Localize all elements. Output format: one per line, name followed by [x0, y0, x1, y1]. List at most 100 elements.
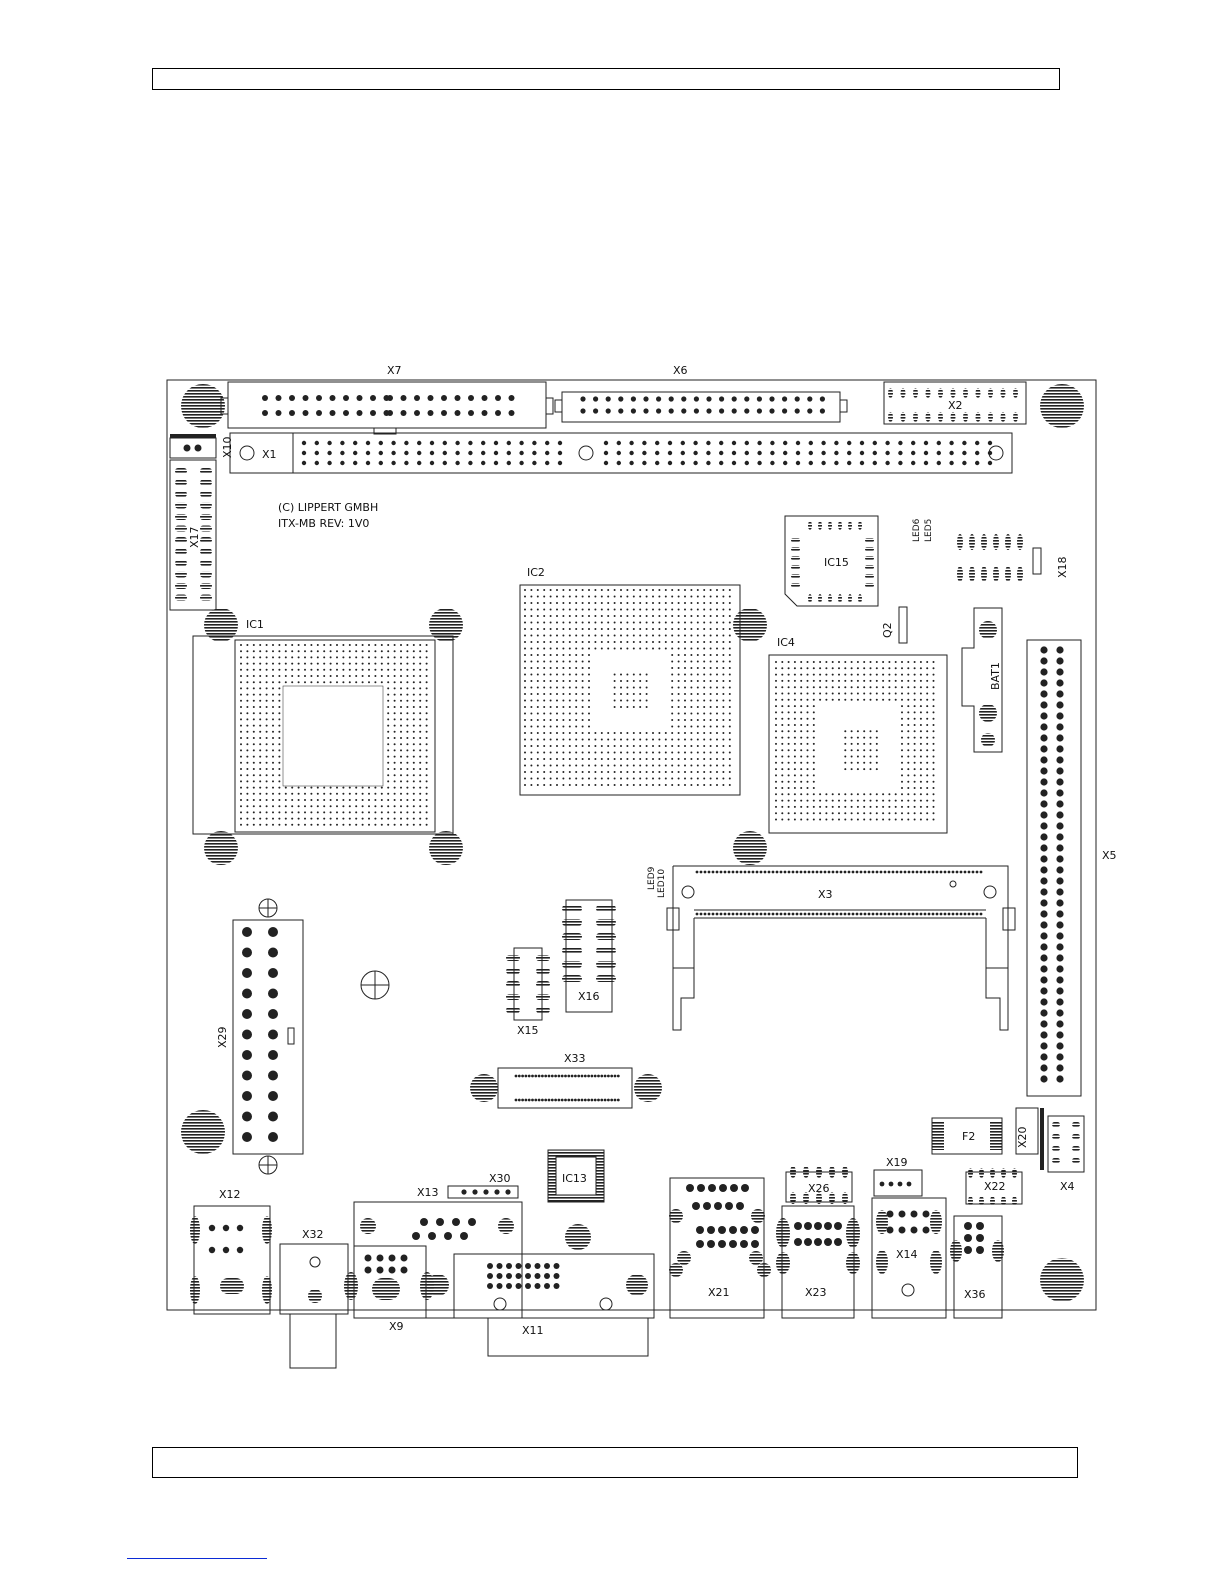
pad — [278, 687, 280, 689]
pad — [700, 871, 703, 874]
pad — [1056, 822, 1063, 829]
pad — [285, 799, 287, 801]
pad — [800, 800, 802, 802]
pad — [413, 780, 415, 782]
pad — [732, 461, 736, 465]
pad — [716, 674, 718, 676]
pad — [620, 602, 622, 604]
pad — [684, 732, 686, 734]
pad — [669, 1263, 683, 1277]
pad — [588, 589, 590, 591]
pad — [353, 451, 357, 455]
pad — [620, 700, 622, 702]
pad — [633, 648, 635, 650]
pad — [543, 680, 545, 682]
pad — [825, 693, 827, 695]
pad — [588, 732, 590, 734]
label-x17: X17 — [188, 526, 201, 548]
pad — [323, 805, 325, 807]
pad — [406, 663, 408, 665]
pad — [606, 408, 611, 413]
pad — [633, 706, 635, 708]
pad — [665, 622, 667, 624]
pad — [710, 654, 712, 656]
pad — [550, 648, 552, 650]
pad — [387, 644, 389, 646]
pad — [671, 615, 673, 617]
pad — [813, 756, 815, 758]
pad — [626, 622, 628, 624]
pad — [633, 693, 635, 695]
pad — [242, 1112, 252, 1122]
pad — [556, 687, 558, 689]
pad — [870, 756, 872, 758]
pad — [775, 781, 777, 783]
pad — [813, 743, 815, 745]
pad — [708, 871, 711, 874]
pad — [926, 749, 928, 751]
pad — [907, 711, 909, 713]
pad — [381, 675, 383, 677]
pad — [838, 693, 840, 695]
pad — [400, 712, 402, 714]
pad — [266, 737, 268, 739]
pad — [582, 661, 584, 663]
pad — [724, 913, 727, 916]
pad — [860, 913, 863, 916]
pad — [556, 752, 558, 754]
pad — [362, 811, 364, 813]
pad — [394, 731, 396, 733]
pad — [426, 675, 428, 677]
pad — [920, 711, 922, 713]
pad — [916, 871, 919, 874]
pad — [665, 602, 667, 604]
pad — [594, 589, 596, 591]
pad — [708, 1184, 716, 1192]
pad — [800, 793, 802, 795]
pad — [796, 461, 800, 465]
pad — [937, 441, 941, 445]
pad — [870, 768, 872, 770]
pad — [775, 762, 777, 764]
pad — [775, 693, 777, 695]
pad — [813, 705, 815, 707]
pad — [1040, 866, 1047, 873]
pad — [633, 628, 635, 630]
pad — [658, 752, 660, 754]
pad — [582, 622, 584, 624]
pad — [298, 793, 300, 795]
pad — [562, 752, 564, 754]
pad — [757, 441, 761, 445]
pad — [714, 1202, 722, 1210]
pad — [665, 641, 667, 643]
pad — [394, 737, 396, 739]
pad — [764, 871, 767, 874]
pad — [441, 395, 447, 401]
pad — [807, 705, 809, 707]
pad — [562, 758, 564, 760]
pad — [536, 994, 550, 1000]
pad — [690, 609, 692, 611]
pad — [349, 805, 351, 807]
pad — [671, 719, 673, 721]
pad — [933, 674, 935, 676]
pad — [562, 667, 564, 669]
pad — [304, 787, 306, 789]
pad — [534, 1075, 537, 1078]
pad — [562, 622, 564, 624]
pad — [543, 719, 545, 721]
pad — [323, 818, 325, 820]
pad — [394, 774, 396, 776]
pad — [703, 687, 705, 689]
pad — [1040, 976, 1047, 983]
pad — [278, 762, 280, 764]
pad — [788, 871, 791, 874]
pad — [980, 871, 983, 874]
pad — [832, 806, 834, 808]
pad — [800, 762, 802, 764]
pad — [387, 768, 389, 770]
pad — [832, 686, 834, 688]
pad — [800, 812, 802, 814]
pad — [807, 408, 812, 413]
pad — [291, 656, 293, 658]
